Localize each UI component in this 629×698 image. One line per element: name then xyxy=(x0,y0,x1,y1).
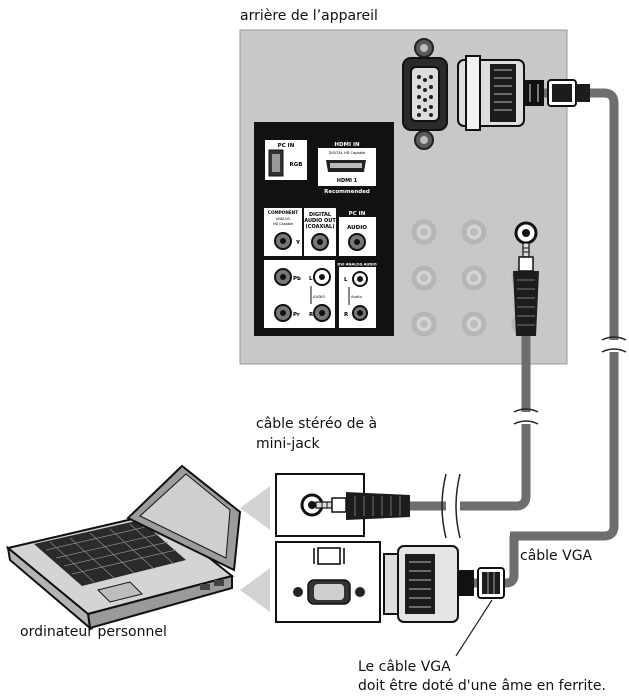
mini-jack-plug-pc xyxy=(315,492,410,520)
ferrite-core-bottom xyxy=(477,567,505,599)
dvi-audio-header: DVI ANALOG AUDIO xyxy=(337,263,376,267)
vga-cable-label: câble VGA xyxy=(520,548,593,564)
tv-audio-jack xyxy=(514,221,538,245)
tv-vga-plug xyxy=(457,55,544,131)
component-audio-label: AUDIO xyxy=(313,294,325,299)
ferrite-note-line1: Le câble VGA xyxy=(358,659,451,675)
hdmi-recommended-label: Recommended xyxy=(324,189,370,195)
digital-audio-out-section xyxy=(304,208,336,256)
laptop-illustration xyxy=(5,464,242,631)
vga-cable xyxy=(510,88,619,541)
stereo-cable-break xyxy=(513,408,539,425)
dvi-audio-label: Audio xyxy=(351,294,362,299)
dvi-r-label: R xyxy=(344,312,349,318)
stereo-cable-horizontal-break xyxy=(441,473,461,539)
tv-vga-port xyxy=(402,38,448,150)
stereo-cable-label-line2: mini-jack xyxy=(256,436,321,452)
component-section xyxy=(264,208,335,328)
hdmi-in-sub: DIGITAL HD Capable xyxy=(329,151,366,155)
mini-jack-plug-top xyxy=(513,242,539,336)
component-hd-capable: HD Capable xyxy=(273,222,293,226)
pc-port-arrows xyxy=(240,486,270,612)
vga-cable-bottom xyxy=(474,536,519,588)
pc-in-rgb-section xyxy=(265,140,307,180)
personal-computer-label: ordinateur personnel xyxy=(20,624,167,640)
component-analog: ANALOG xyxy=(276,217,291,221)
hdmi-in-section xyxy=(318,140,376,196)
component-pb-label: Pb xyxy=(293,276,301,282)
stereo-cable xyxy=(410,336,531,511)
component-y-label: Y xyxy=(295,240,301,246)
pc-in-rgb-label: RGB xyxy=(290,162,303,168)
hdmi-in-header: HDMI IN xyxy=(334,142,360,148)
component-header: COMPONENT xyxy=(268,210,298,215)
pc-in-audio-label: AUDIO xyxy=(347,225,367,231)
device-back-label: arrière de l’appareil xyxy=(240,8,378,24)
component-r-label: R xyxy=(309,312,314,318)
digital-audio-line2: AUDIO OUT xyxy=(304,218,336,224)
vga-cable-break xyxy=(601,336,627,353)
ferrite-pointer-line xyxy=(455,599,493,657)
pc-in-audio-section xyxy=(339,208,376,256)
pc-vga-port xyxy=(275,541,381,623)
ferrite-core-top xyxy=(547,79,590,107)
monitor-icon xyxy=(313,547,345,565)
dvi-analog-audio-section xyxy=(339,260,376,328)
pc-in-rgb-header: PC IN xyxy=(278,143,295,149)
connector-panel: PC IN RGB HDMI IN DIGITAL HD Capable HDM… xyxy=(254,122,394,336)
digital-audio-line1: DIGITAL xyxy=(309,212,332,218)
pc-vga-plug xyxy=(383,545,474,623)
component-l-label: L xyxy=(309,276,313,282)
hdmi-1-label: HDMI 1 xyxy=(337,178,358,184)
digital-audio-line3: (COAXIAL) xyxy=(306,224,335,230)
stereo-cable-label-line1: câble stéréo de à xyxy=(256,416,377,432)
pc-in-audio-header: PC IN xyxy=(349,211,366,217)
component-pr-label: Pr xyxy=(293,312,300,318)
ferrite-note-line2: doit être doté d'une âme en ferrite. xyxy=(358,678,606,694)
dvi-l-label: L xyxy=(344,277,348,283)
